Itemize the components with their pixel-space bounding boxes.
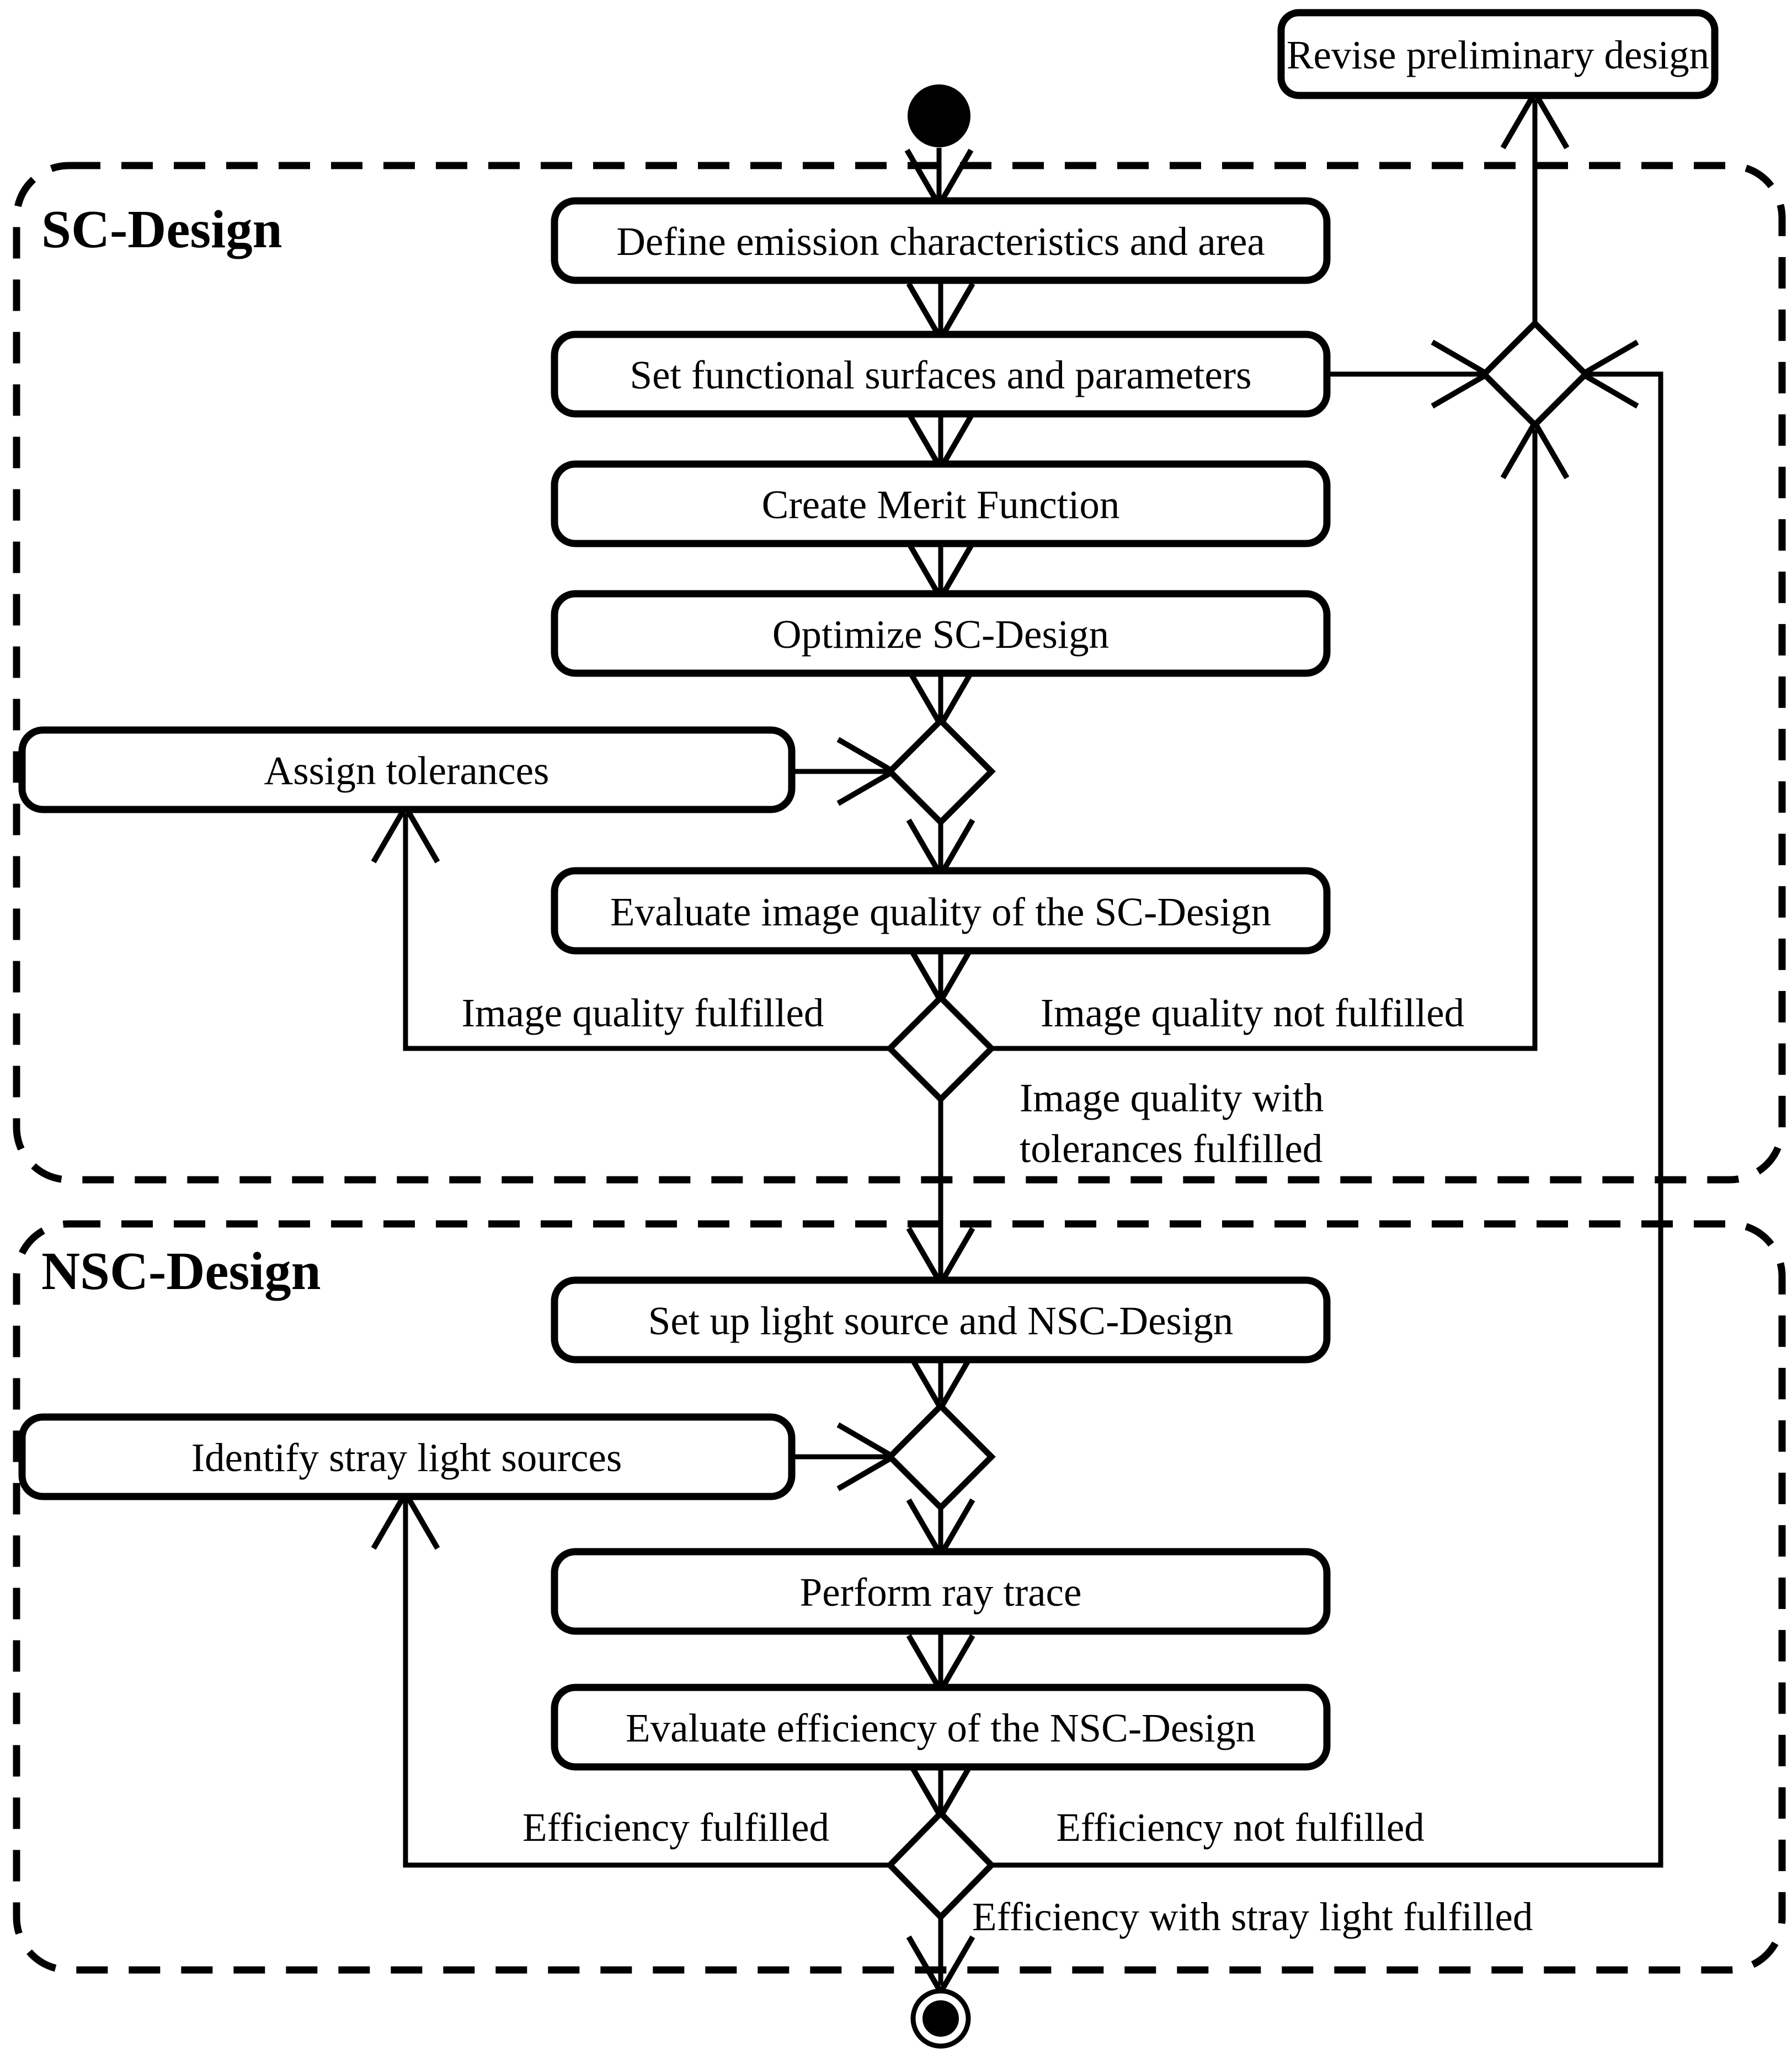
nsc-region-title: NSC-Design	[41, 1242, 321, 1301]
activity-create-merit-function-label: Create Merit Function	[762, 482, 1120, 527]
edge-label-image-quality-with-tolerances-line1: Image quality with	[1020, 1075, 1324, 1120]
activity-define-emission	[551, 197, 1331, 284]
edge-eff-fulfilled-feedback	[371, 1488, 890, 1868]
activity-evaluate-image-quality	[551, 867, 1331, 955]
nsc-design-region-border	[13, 1220, 1786, 1974]
merge-node-revise	[1480, 319, 1590, 429]
edge-label-image-quality-fulfilled: Image quality fulfilled	[462, 990, 824, 1035]
decision-node-image-quality	[886, 993, 996, 1104]
activity-revise-preliminary-design-label: Revise preliminary design	[1287, 33, 1709, 77]
activity-set-functional-surfaces-label: Set functional surfaces and parameters	[630, 353, 1252, 397]
decision-node-efficiency	[886, 1809, 996, 1921]
sc-design-region: SC-Design	[13, 162, 1786, 1184]
nodes: Revise preliminary design Define emissio…	[18, 9, 1719, 2049]
edge-eff-not-fulfilled-feedback	[991, 339, 1663, 1868]
activity-perform-ray-trace	[551, 1548, 1331, 1635]
merge-node-tolerances	[886, 716, 996, 827]
activity-identify-stray-light	[18, 1413, 796, 1500]
edge-labels: Image quality fulfilled Image quality no…	[462, 990, 1533, 1939]
activity-optimize-sc-design-label: Optimize SC-Design	[772, 612, 1109, 657]
activity-assign-tolerances	[18, 726, 796, 813]
end-node-core	[922, 2000, 959, 2037]
activity-define-emission-label: Define emission characteristics and area	[616, 219, 1265, 264]
edges	[371, 87, 1663, 1998]
activity-evaluate-image-quality-label: Evaluate image quality of the SC-Design	[610, 890, 1271, 934]
sc-region-title: SC-Design	[41, 200, 282, 259]
activity-setup-light-source	[551, 1276, 1331, 1364]
nsc-design-region: NSC-Design	[13, 1220, 1786, 1974]
activity-assign-tolerances-label: Assign tolerances	[264, 748, 550, 793]
activity-evaluate-efficiency-label: Evaluate efficiency of the NSC-Design	[626, 1706, 1256, 1750]
edge-iq-not-fulfilled-feedback	[991, 417, 1570, 1051]
activity-set-functional-surfaces	[551, 331, 1331, 418]
sc-design-region-border	[13, 162, 1786, 1184]
activity-perform-ray-trace-label: Perform ray trace	[800, 1570, 1082, 1615]
edge-label-image-quality-with-tolerances-line2: tolerances fulfilled	[1020, 1126, 1322, 1171]
start-node	[908, 84, 970, 147]
edge-label-efficiency-not-fulfilled: Efficiency not fulfilled	[1056, 1805, 1425, 1850]
edge-label-efficiency-fulfilled: Efficiency fulfilled	[522, 1805, 829, 1850]
merge-node-stray-light	[886, 1402, 996, 1512]
edge-iq-fulfilled-feedback	[371, 801, 890, 1051]
activity-revise-preliminary-design	[1277, 9, 1719, 99]
edge-label-image-quality-not-fulfilled: Image quality not fulfilled	[1041, 990, 1464, 1035]
activity-identify-stray-light-label: Identify stray light sources	[191, 1435, 622, 1480]
activity-evaluate-efficiency	[551, 1684, 1331, 1771]
edge-label-efficiency-with-stray-light: Efficiency with stray light fulfilled	[972, 1894, 1533, 1939]
activity-create-merit-function	[551, 460, 1331, 547]
end-node	[910, 1988, 971, 2049]
activity-setup-light-source-label: Set up light source and NSC-Design	[648, 1298, 1233, 1343]
activity-optimize-sc-design	[551, 590, 1331, 677]
